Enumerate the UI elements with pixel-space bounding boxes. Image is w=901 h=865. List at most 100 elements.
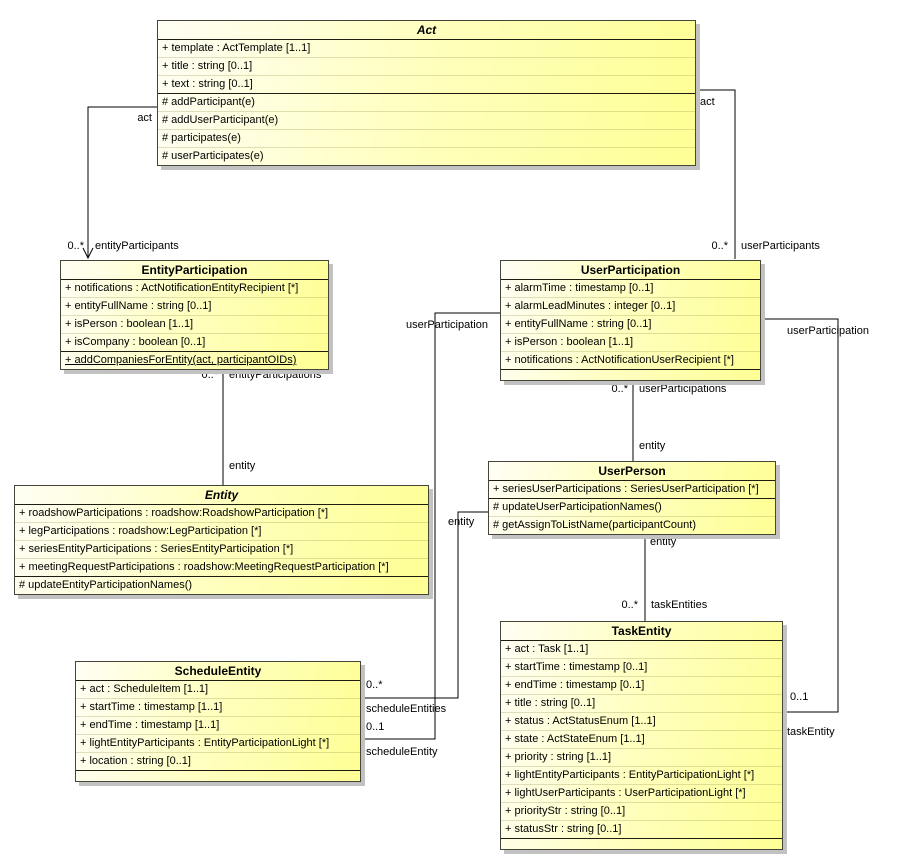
methods-compartment xyxy=(76,770,360,781)
role-label: taskEntities xyxy=(651,599,708,611)
class-attribute: + priorityStr : string [0..1] xyxy=(501,803,782,821)
class-attribute: + entityFullName : string [0..1] xyxy=(61,298,328,316)
class-attribute: + act : Task [1..1] xyxy=(501,641,782,659)
role-label: userParticipation xyxy=(787,325,869,337)
class-attribute: + legParticipations : roadshow:LegPartic… xyxy=(15,523,428,541)
class-attribute: + title : string [0..1] xyxy=(158,58,695,76)
multiplicity-label: 0..1 xyxy=(790,691,809,703)
class-attribute: + isPerson : boolean [1..1] xyxy=(501,334,760,352)
role-label: userParticipations xyxy=(639,383,727,395)
methods-compartment: + addCompaniesForEntity(act, participant… xyxy=(61,351,328,369)
class-attribute: + alarmLeadMinutes : integer [0..1] xyxy=(501,298,760,316)
class-title: UserPerson xyxy=(489,462,775,481)
multiplicity-label: 0..* xyxy=(201,369,218,381)
class-attribute: + entityFullName : string [0..1] xyxy=(501,316,760,334)
class-act[interactable]: Act + template : ActTemplate [1..1]+ tit… xyxy=(157,20,696,166)
association-userparticipation-taskentity[interactable] xyxy=(761,318,839,713)
class-title: Act xyxy=(158,21,695,40)
methods-compartment: # updateEntityParticipationNames() xyxy=(15,576,428,594)
class-userparticipation[interactable]: UserParticipation + alarmTime : timestam… xyxy=(500,260,761,381)
class-scheduleentity[interactable]: ScheduleEntity + act : ScheduleItem [1..… xyxy=(75,661,361,782)
class-attribute: + status : ActStatusEnum [1..1] xyxy=(501,713,782,731)
multiplicity-label: 0..* xyxy=(621,599,638,611)
class-entityparticipation[interactable]: EntityParticipation + notifications : Ac… xyxy=(60,260,329,370)
attributes-compartment: + act : ScheduleItem [1..1]+ startTime :… xyxy=(76,681,360,770)
class-attribute: + text : string [0..1] xyxy=(162,78,253,90)
association-userperson-scheduleentity[interactable] xyxy=(361,511,488,699)
class-method: # participates(e) xyxy=(158,130,695,148)
class-title: Entity xyxy=(15,486,428,505)
class-method: # addUserParticipant(e) xyxy=(158,112,695,130)
class-method: # getAssignToListName(participantCount) xyxy=(493,519,696,531)
role-label: entity xyxy=(448,516,475,528)
multiplicity-label: 0..1 xyxy=(366,721,385,733)
role-label: userParticipation xyxy=(406,319,488,331)
role-label: entity xyxy=(650,536,677,548)
class-attribute: + location : string [0..1] xyxy=(80,755,191,767)
class-attribute: + lightUserParticipants : UserParticipat… xyxy=(501,785,782,803)
association-userparticipation-scheduleentity[interactable] xyxy=(361,312,500,740)
class-attribute: + act : ScheduleItem [1..1] xyxy=(76,681,360,699)
class-title: ScheduleEntity xyxy=(76,662,360,681)
association-act-userparticipation[interactable] xyxy=(695,89,736,259)
attributes-compartment: + act : Task [1..1]+ startTime : timesta… xyxy=(501,641,782,838)
multiplicity-label: 0..* xyxy=(366,679,383,691)
role-label: entity xyxy=(639,440,666,452)
class-attribute: + startTime : timestamp [0..1] xyxy=(501,659,782,677)
attributes-compartment: + template : ActTemplate [1..1]+ title :… xyxy=(158,40,695,93)
class-attribute: + isCompany : boolean [0..1] xyxy=(65,336,206,348)
methods-compartment xyxy=(501,369,760,380)
class-attribute: + isPerson : boolean [1..1] xyxy=(61,316,328,334)
class-attribute: + title : string [0..1] xyxy=(501,695,782,713)
role-label: act xyxy=(700,96,715,108)
role-label: entity xyxy=(229,460,256,472)
class-attribute: + seriesEntityParticipations : SeriesEnt… xyxy=(15,541,428,559)
class-method: # updateUserParticipationNames() xyxy=(489,499,775,517)
class-attribute: + lightEntityParticipants : EntityPartic… xyxy=(76,735,360,753)
multiplicity-label: 0..* xyxy=(67,240,84,252)
class-attribute: + meetingRequestParticipations : roadsho… xyxy=(19,561,389,573)
attributes-compartment: + roadshowParticipations : roadshow:Road… xyxy=(15,505,428,576)
attributes-compartment: + notifications : ActNotificationEntityR… xyxy=(61,280,328,351)
class-title: EntityParticipation xyxy=(61,261,328,280)
class-attribute: + notifications : ActNotificationEntityR… xyxy=(61,280,328,298)
class-attribute: + template : ActTemplate [1..1] xyxy=(158,40,695,58)
class-attribute: + endTime : timestamp [0..1] xyxy=(501,677,782,695)
methods-compartment xyxy=(501,838,782,849)
attributes-compartment: + alarmTime : timestamp [0..1]+ alarmLea… xyxy=(501,280,760,369)
class-title: TaskEntity xyxy=(501,622,782,641)
class-method: + addCompaniesForEntity(act, participant… xyxy=(65,354,297,366)
class-attribute: + notifications : ActNotificationUserRec… xyxy=(505,354,734,366)
class-attribute: + alarmTime : timestamp [0..1] xyxy=(501,280,760,298)
class-method: # updateEntityParticipationNames() xyxy=(19,579,193,591)
class-attribute: + seriesUserParticipations : SeriesUserP… xyxy=(493,483,759,495)
role-label: scheduleEntity xyxy=(366,746,438,758)
class-method: # addParticipant(e) xyxy=(158,94,695,112)
role-label: entityParticipations xyxy=(229,369,322,381)
role-label: entityParticipants xyxy=(95,240,179,252)
multiplicity-label: 0..* xyxy=(611,383,628,395)
association-act-entityparticipation[interactable] xyxy=(87,106,157,257)
role-label: act xyxy=(137,112,152,124)
methods-compartment: # addParticipant(e)# addUserParticipant(… xyxy=(158,93,695,165)
methods-compartment: # updateUserParticipationNames() # getAss… xyxy=(489,498,775,534)
class-attribute: + roadshowParticipations : roadshow:Road… xyxy=(15,505,428,523)
class-userperson[interactable]: UserPerson + seriesUserParticipations : … xyxy=(488,461,776,535)
attributes-compartment: + seriesUserParticipations : SeriesUserP… xyxy=(489,481,775,498)
class-attribute: + startTime : timestamp [1..1] xyxy=(76,699,360,717)
role-label: userParticipants xyxy=(741,240,820,252)
open-arrowhead-icon xyxy=(82,247,94,260)
multiplicity-label: 0..* xyxy=(711,240,728,252)
role-label: taskEntity xyxy=(787,726,835,738)
role-label: scheduleEntities xyxy=(366,703,447,715)
class-attribute: + endTime : timestamp [1..1] xyxy=(76,717,360,735)
class-attribute: + state : ActStateEnum [1..1] xyxy=(501,731,782,749)
class-method: # userParticipates(e) xyxy=(162,150,264,162)
class-taskentity[interactable]: TaskEntity + act : Task [1..1]+ startTim… xyxy=(500,621,783,850)
class-attribute: + priority : string [1..1] xyxy=(501,749,782,767)
class-title: UserParticipation xyxy=(501,261,760,280)
class-entity[interactable]: Entity + roadshowParticipations : roadsh… xyxy=(14,485,429,595)
class-attribute: + statusStr : string [0..1] xyxy=(505,823,622,835)
